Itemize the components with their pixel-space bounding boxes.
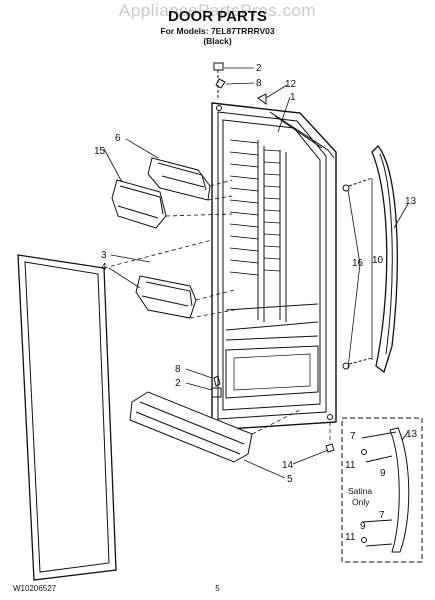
document-number: W10206527: [13, 584, 57, 593]
inset-box: [341, 417, 423, 563]
inset-callout-13: 13: [406, 429, 418, 440]
watermark: AppliancePartsPros.com: [118, 1, 317, 20]
page-number: 5: [215, 584, 220, 593]
callout-10: 10: [372, 255, 384, 266]
inset-callout-11-bottom: 11: [345, 532, 356, 543]
callout-4: 4: [101, 262, 107, 273]
handle-screws: [342, 177, 373, 370]
inset-callout-7-top: 7: [350, 431, 356, 442]
inset-callout-9-bottom: 9: [360, 521, 366, 532]
callout-13: 13: [405, 196, 417, 207]
callout-8-top: 8: [256, 78, 262, 89]
callout-5: 5: [287, 474, 293, 485]
inset-callout-11-top: 11: [345, 460, 356, 471]
door-liner: [211, 102, 337, 431]
upper-bin: [147, 157, 211, 201]
callout-8-bottom: 8: [175, 364, 181, 375]
models-line: For Models: 7EL87TRRRV03: [160, 26, 275, 36]
model-subtitle: For Models: 7EL87TRRRV03 (Black): [0, 26, 435, 46]
callout-3: 3: [101, 250, 107, 261]
inset-callout-9-top: 9: [380, 468, 386, 479]
inset-callout-7-bottom: 7: [379, 510, 385, 521]
projection-lines: [103, 179, 331, 440]
door-gasket: [17, 254, 117, 581]
callout-15: 15: [94, 146, 106, 157]
callout-labels: 2 8 12 1 6 15 13 3 4 16 10 8 2 14 5 7 13…: [94, 63, 418, 543]
callout-2-bottom: 2: [175, 378, 181, 389]
inset-note-line2: Only: [352, 497, 370, 507]
callout-14: 14: [282, 460, 294, 471]
callout-1: 1: [290, 92, 296, 103]
leader-lines: [103, 67, 409, 479]
callout-6: 6: [115, 133, 121, 144]
callout-2-top: 2: [256, 63, 262, 74]
bottom-shelf: [129, 391, 253, 463]
page-title: DOOR PARTS: [168, 8, 267, 25]
callout-16: 16: [352, 258, 364, 269]
color-line: (Black): [203, 36, 232, 46]
top-hinge-hardware: [213, 62, 267, 105]
door-handle: [371, 145, 398, 374]
inset-note-line1: Satina: [348, 486, 372, 496]
lower-upper-bin: [111, 179, 167, 229]
callout-12: 12: [285, 79, 297, 90]
middle-bin: [135, 275, 197, 319]
